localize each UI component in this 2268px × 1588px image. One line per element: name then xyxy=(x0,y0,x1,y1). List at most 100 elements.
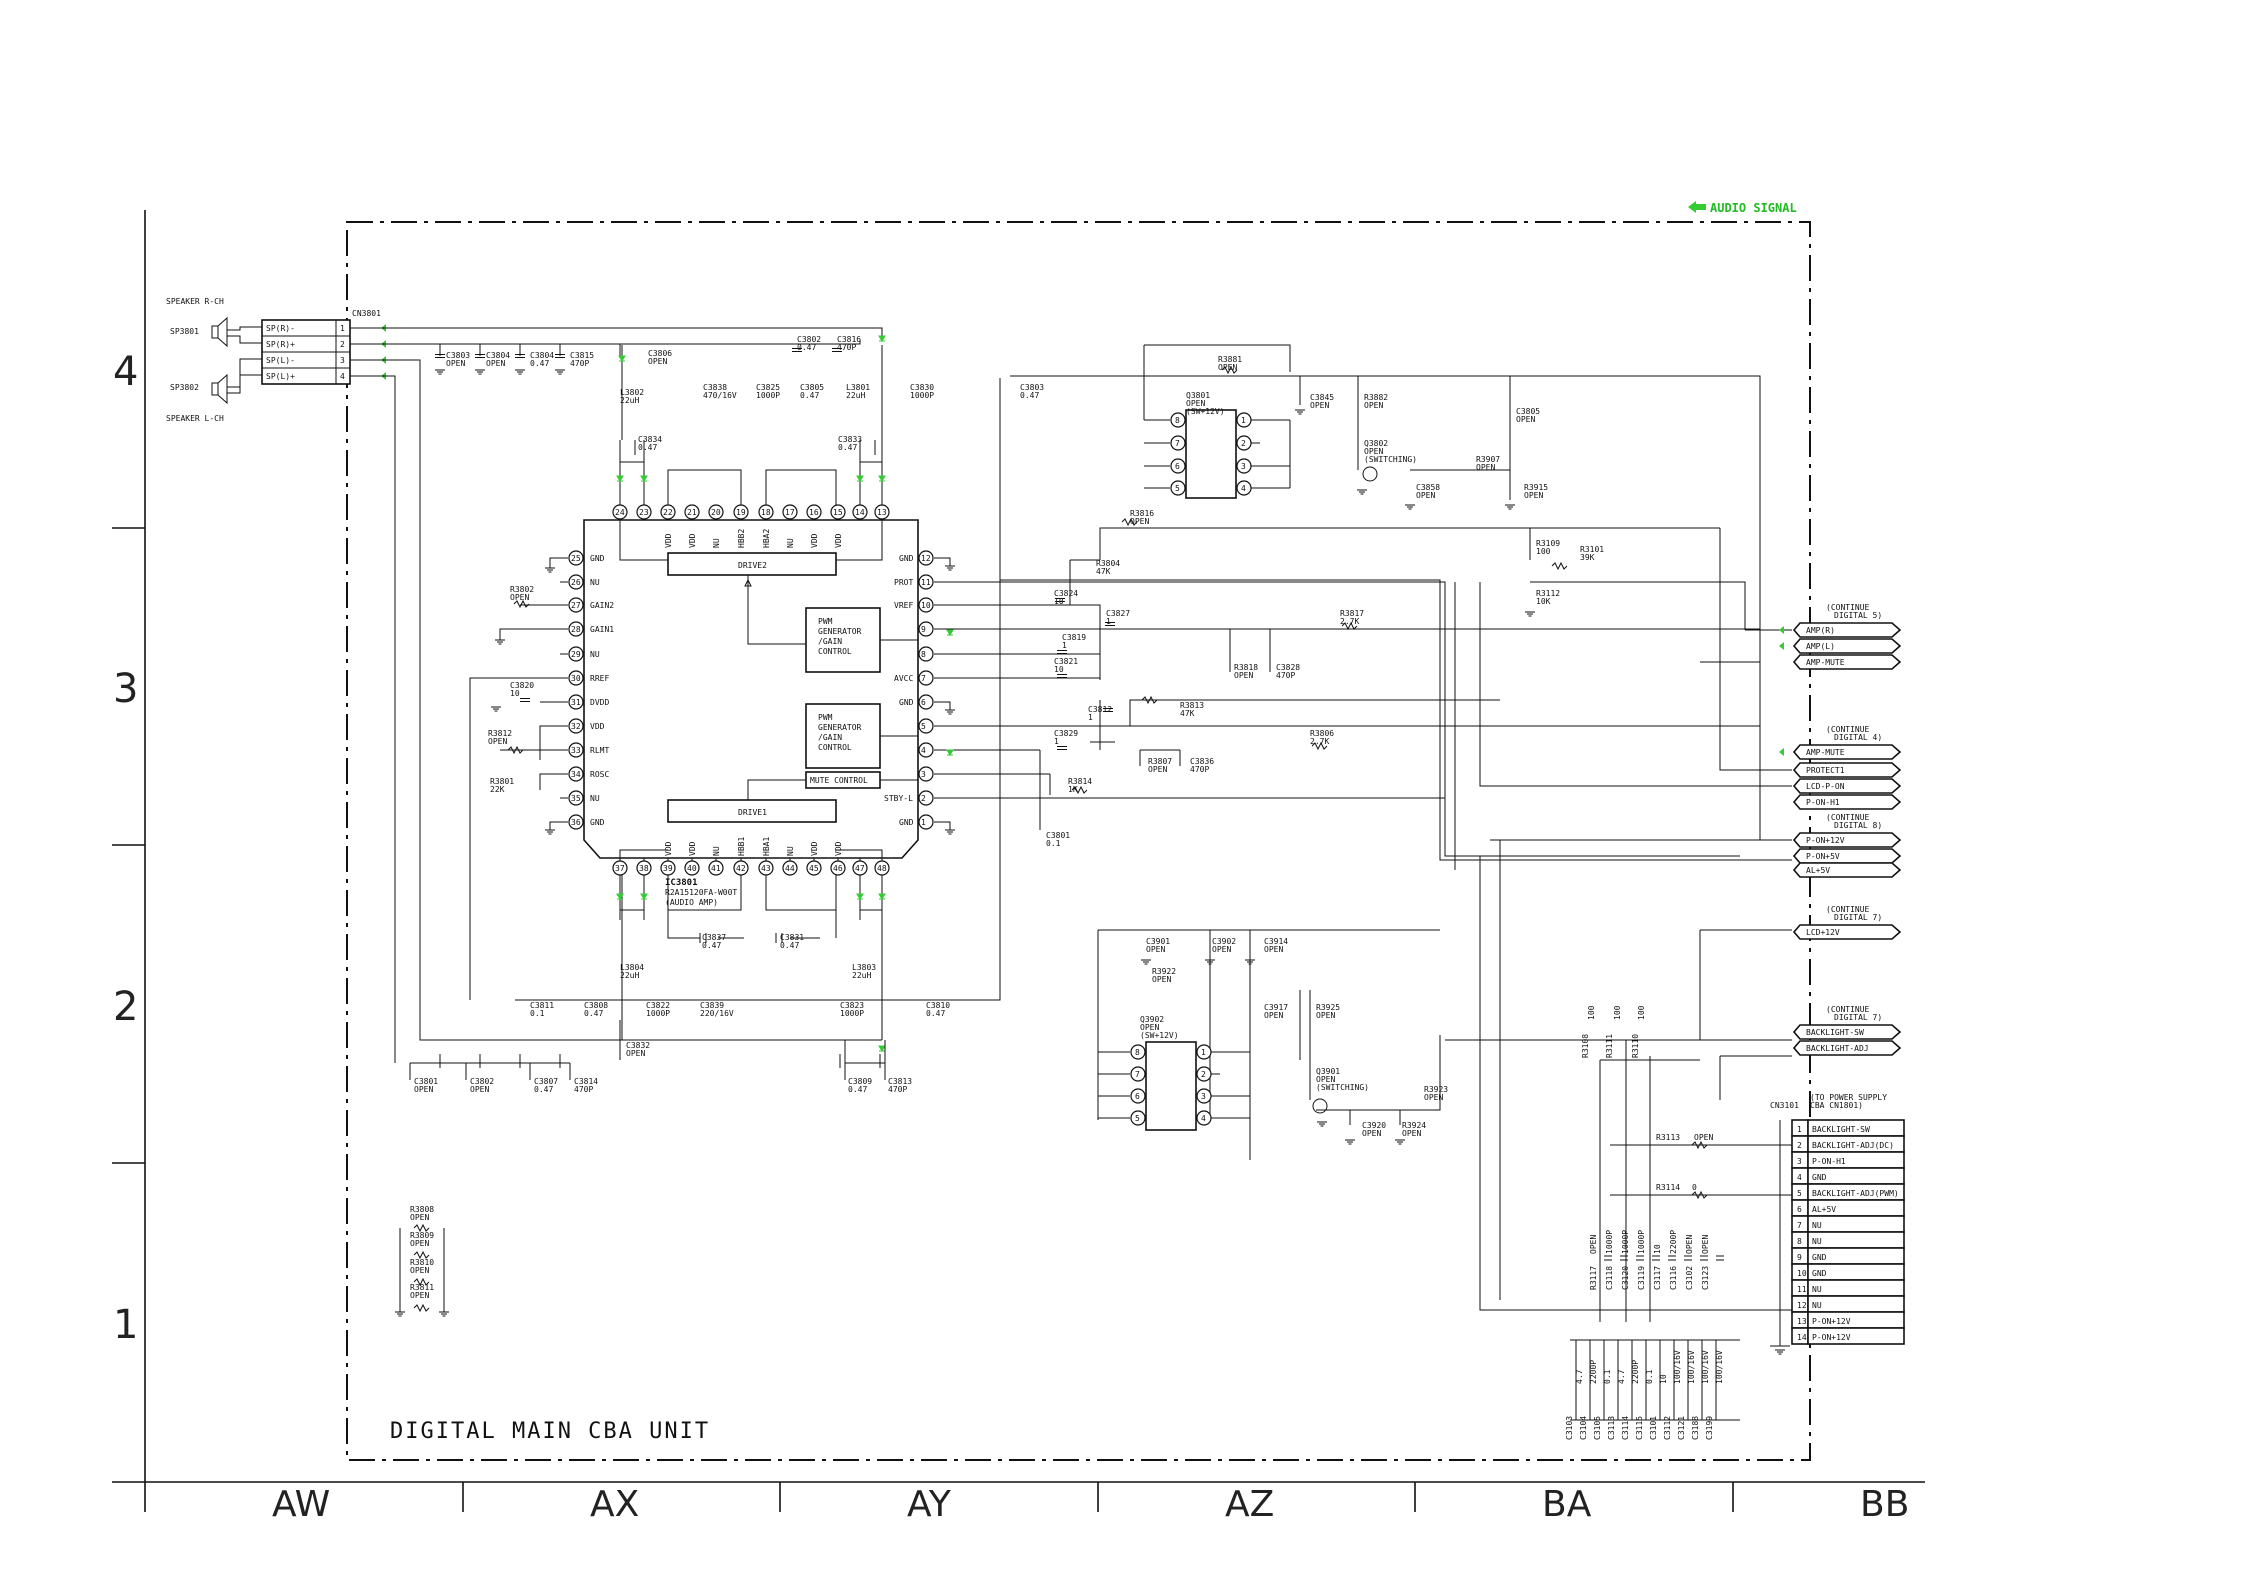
svg-text:C3914: C3914 xyxy=(1264,937,1288,946)
mid-cap-val: 1000P xyxy=(1621,1230,1630,1254)
ic-bottom-pin-num: 39 xyxy=(663,864,673,873)
cn3101-pin-signal: GND xyxy=(1812,1173,1827,1182)
cn3101-pin-signal: GND xyxy=(1812,1253,1827,1262)
svg-text:OPEN: OPEN xyxy=(1212,945,1231,954)
ic-left-pin-name: GAIN2 xyxy=(590,601,614,610)
svg-text:22uH: 22uH xyxy=(620,971,639,980)
connector-signal: AMP-MUTE xyxy=(1806,658,1845,667)
ic-top-pin-num: 21 xyxy=(687,508,697,517)
svg-text:C3804: C3804 xyxy=(486,351,510,360)
svg-text:OPEN: OPEN xyxy=(410,1239,429,1248)
svg-text:C3824: C3824 xyxy=(1054,589,1078,598)
ic-right-pin-num: 12 xyxy=(921,554,931,563)
q3801-val: OPEN xyxy=(1186,399,1205,408)
svg-text:OPEN: OPEN xyxy=(1476,463,1495,472)
svg-text:C3845: C3845 xyxy=(1310,393,1334,402)
ic-bottom-pin-num: 42 xyxy=(736,864,746,873)
cn3801-pin-label: SP(L)+ xyxy=(266,372,295,381)
svg-text:R3922: R3922 xyxy=(1152,967,1176,976)
ic-right-pin-num: 8 xyxy=(921,650,926,659)
mid-cap-val: 2200P xyxy=(1669,1230,1678,1254)
connector-signal: BACKLIGHT-SW xyxy=(1806,1028,1864,1037)
q-pin-right: 1 xyxy=(1201,1048,1206,1057)
connector-signal: P-ON+12V xyxy=(1806,836,1845,845)
svg-text:C3806: C3806 xyxy=(648,349,672,358)
svg-text:OPEN: OPEN xyxy=(1524,491,1543,500)
mid-cap-val: 1000P xyxy=(1605,1230,1614,1254)
svg-text:C3920: C3920 xyxy=(1362,1121,1386,1130)
pwm-b-line: /GAIN xyxy=(818,733,842,742)
svg-text:R3925: R3925 xyxy=(1316,1003,1340,1012)
r3114-ref: R3114 xyxy=(1656,1183,1680,1192)
column-label-ay: AY xyxy=(907,1484,952,1525)
mid-cap-val: 10 xyxy=(1653,1244,1662,1254)
svg-text:C3803: C3803 xyxy=(446,351,470,360)
svg-text:47K: 47K xyxy=(1096,567,1111,576)
ic-left-pin-num: 27 xyxy=(571,601,581,610)
svg-text:C3829: C3829 xyxy=(1054,729,1078,738)
svg-text:C3814: C3814 xyxy=(574,1077,598,1086)
connector-signal: LCD-P-ON xyxy=(1806,782,1845,791)
svg-text:OPEN: OPEN xyxy=(410,1266,429,1275)
ic-left-pin-num: 30 xyxy=(571,674,581,683)
ic-right-pin-num: 6 xyxy=(921,698,926,707)
q3902-sub: (SW+12V) xyxy=(1140,1031,1179,1040)
ic-left-pin-num: 35 xyxy=(571,794,581,803)
svg-text:C3828: C3828 xyxy=(1276,663,1300,672)
r3108-ref: R3108 xyxy=(1581,1034,1590,1058)
svg-text:1000P: 1000P xyxy=(646,1009,670,1018)
connector-signal: AMP-MUTE xyxy=(1806,748,1845,757)
connector-note: (CONTINUE xyxy=(1826,905,1870,914)
mid-cap-ref: C3118 xyxy=(1605,1266,1614,1290)
connector-note: (CONTINUE xyxy=(1826,1005,1870,1014)
svg-text:1K: 1K xyxy=(1068,785,1078,794)
ic-bottom-pin-num: 38 xyxy=(639,864,649,873)
svg-text:100: 100 xyxy=(1536,547,1551,556)
svg-text:OPEN: OPEN xyxy=(1316,1011,1335,1020)
ic-top-pin-num: 19 xyxy=(736,508,746,517)
cn3101-pin-num: 2 xyxy=(1797,1141,1802,1150)
svg-text:0.47: 0.47 xyxy=(800,391,819,400)
svg-text:C3830: C3830 xyxy=(910,383,934,392)
svg-text:C3805: C3805 xyxy=(800,383,824,392)
svg-text:470P: 470P xyxy=(574,1085,593,1094)
svg-text:1: 1 xyxy=(1062,641,1067,650)
ic-right-pin-num: 11 xyxy=(921,578,931,587)
q3901-sub: (SWITCHING) xyxy=(1316,1083,1369,1092)
drive2-block xyxy=(667,552,837,576)
cn3101-pin-num: 13 xyxy=(1797,1317,1807,1326)
ic-right-pin-name: STBY-L xyxy=(884,794,913,803)
cn3101-pin-num: 10 xyxy=(1797,1269,1807,1278)
svg-text:10: 10 xyxy=(1054,665,1064,674)
svg-text:C3802: C3802 xyxy=(797,335,821,344)
ic-right-pin-num: 3 xyxy=(921,770,926,779)
column-label-bb: BB xyxy=(1860,1484,1909,1525)
speaker-l-label: SPEAKER L-CH xyxy=(166,414,224,423)
svg-text:1000P: 1000P xyxy=(910,391,934,400)
svg-text:C3807: C3807 xyxy=(534,1077,558,1086)
svg-text:OPEN: OPEN xyxy=(1362,1129,1381,1138)
svg-text:C3827: C3827 xyxy=(1106,609,1130,618)
svg-text:R3818: R3818 xyxy=(1234,663,1258,672)
ic3801-ref: IC3801 xyxy=(665,878,698,888)
svg-text:C3834: C3834 xyxy=(638,435,662,444)
ic-right-pin-num: 10 xyxy=(921,601,931,610)
svg-text:C3902: C3902 xyxy=(1212,937,1236,946)
drive1-label: DRIVE1 xyxy=(738,808,767,817)
connector-signal: AL+5V xyxy=(1806,866,1830,875)
svg-text:0.47: 0.47 xyxy=(534,1085,553,1094)
ic-right-pin-num: 9 xyxy=(921,625,926,634)
svg-text:R3881: R3881 xyxy=(1218,355,1242,364)
cn3101-ref: CN3101 xyxy=(1770,1101,1799,1110)
svg-text:OPEN: OPEN xyxy=(414,1085,433,1094)
cn3101-pin-num: 14 xyxy=(1797,1333,1807,1342)
ic-bottom-pin-num: 48 xyxy=(877,864,887,873)
ic-left-pin-num: 36 xyxy=(571,818,581,827)
pwm-generator-a xyxy=(805,607,881,673)
ic-right-pin-num: 7 xyxy=(921,674,926,683)
svg-text:OPEN: OPEN xyxy=(1402,1129,1421,1138)
